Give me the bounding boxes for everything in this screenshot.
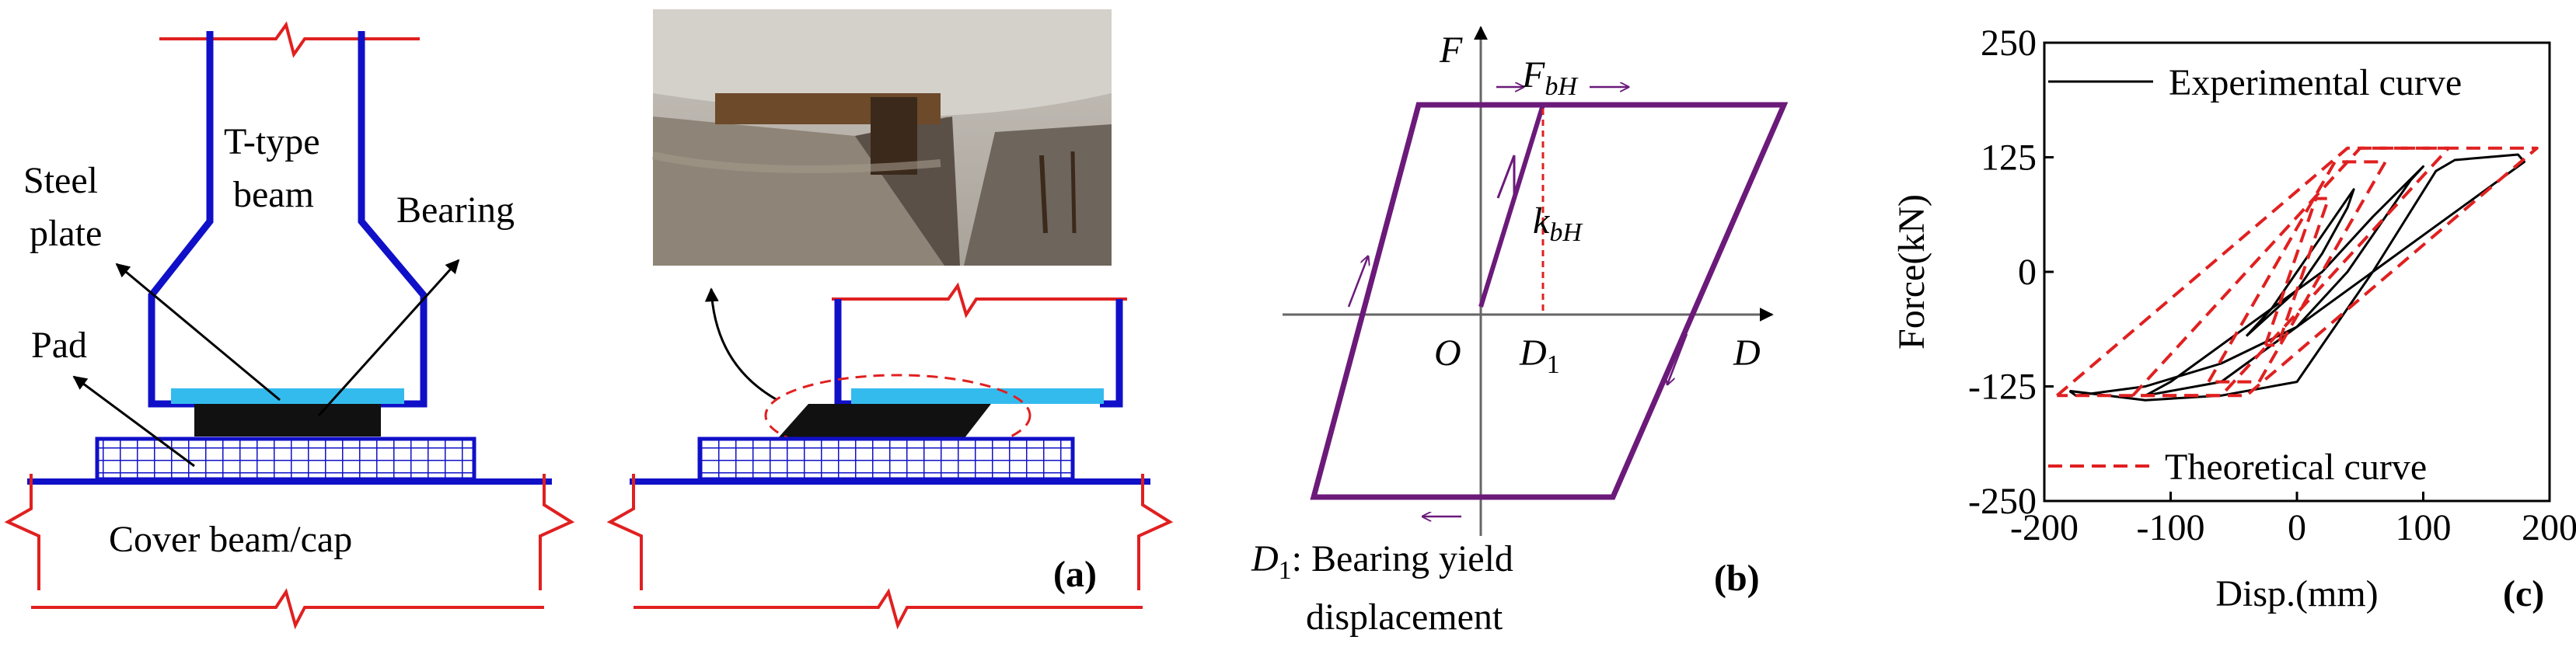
break-line-left-right: [606, 474, 643, 590]
y-tick-label: -250: [1968, 481, 2037, 522]
break-line-left: [4, 474, 40, 590]
chart-xlabel: Disp.(mm): [2215, 573, 2378, 614]
note-d1-definition: D1: Bearing yield: [1251, 538, 1513, 585]
experimental-loop-2: [2245, 188, 2355, 337]
stiffness-triangle: [1496, 155, 1516, 199]
chart-series: [2056, 146, 2539, 402]
dir-arrow-left: [1347, 256, 1368, 308]
break-line-right-right: [1137, 474, 1174, 590]
leader-bearing: [317, 259, 460, 417]
steel-plate: [171, 388, 404, 404]
y-tick-label: 125: [1981, 137, 2037, 179]
panel-a-tag: (a): [1053, 554, 1097, 595]
panel-a-right-sketch: (a): [606, 9, 1174, 630]
y-tick-label: 250: [1981, 23, 2037, 64]
bearing-deformed: [777, 404, 991, 439]
label-axis-f: F: [1439, 30, 1463, 71]
initial-stiffness-line: [1478, 104, 1545, 308]
break-line-bottom: [31, 588, 544, 630]
x-tick-label: 200: [2522, 507, 2576, 548]
legend-label-theoretical: Theoretical curve: [2165, 447, 2427, 488]
pad-grid-right: [697, 437, 1075, 482]
legend-label-experimental: Experimental curve: [2169, 62, 2462, 103]
panel-b-tag: (b): [1714, 558, 1760, 599]
chart-ylabel: Force(kN): [1891, 194, 1932, 350]
label-t-type-line2: beam: [233, 174, 314, 215]
dir-arrow-right: [1667, 333, 1688, 384]
axis-ticks: -200 -100 0 100 200 250 125 0 -125 -250: [1968, 23, 2576, 548]
panel-c-tag: (c): [2503, 573, 2544, 614]
label-steel-line2: plate: [30, 213, 102, 254]
y-tick-label: -125: [1968, 367, 2037, 408]
label-origin: O: [1434, 332, 1461, 374]
label-bearing: Bearing: [396, 190, 515, 231]
x-tick-label: 100: [2396, 507, 2452, 548]
break-line-top: [159, 21, 420, 58]
y-tick-label: 0: [2018, 252, 2037, 293]
theoretical-loop-1: [2131, 146, 2450, 398]
label-k-bh: kbH: [1533, 200, 1583, 247]
panel-a-left-sketch: T-type beam Steel plate Bearing Pad Cove…: [4, 21, 575, 630]
label-pad: Pad: [31, 325, 87, 366]
theoretical-loop-0: [2056, 146, 2539, 398]
break-line-right: [539, 474, 575, 590]
hysteresis-loop: [1310, 102, 1789, 500]
label-cover-beam: Cover beam/cap: [109, 519, 352, 560]
panel-c: -200 -100 0 100 200 250 125 0 -125 -250 Force(kN)…: [1891, 23, 2576, 614]
photo-callout-arrow: [704, 287, 778, 402]
bearing-failure-photo: [651, 9, 1112, 266]
theoretical-loop-2: [2207, 160, 2387, 384]
x-tick-label: -100: [2137, 507, 2205, 548]
t-beam-stub: [834, 299, 1123, 408]
pad-grid: [95, 437, 476, 482]
panel-b: F D O FbH kbH D1 D1: Bearing yield displ…: [1251, 26, 1789, 638]
x-tick-label: -200: [2010, 507, 2079, 548]
break-line-top-right: [832, 282, 1127, 318]
label-axis-d: D: [1733, 332, 1761, 374]
t-beam-outline: [148, 31, 428, 408]
leader-steel-plate: [115, 263, 281, 402]
theoretical-loop-3: [2264, 197, 2330, 347]
steel-plate-shifted: [851, 388, 1104, 404]
bearing-block: [194, 404, 381, 437]
experimental-loop-0: [2068, 153, 2525, 402]
label-f-bh: FbH: [1521, 54, 1579, 101]
note-d1-definition-line2: displacement: [1306, 597, 1503, 638]
label-steel-line1: Steel: [23, 160, 98, 201]
break-line-bottom-right: [634, 588, 1143, 630]
x-tick-label: 0: [2288, 507, 2306, 548]
leader-pad: [72, 375, 195, 468]
label-t-type-line1: T-type: [224, 121, 320, 162]
experimental-loop-1: [2145, 165, 2424, 397]
label-d1: D1: [1519, 332, 1560, 379]
